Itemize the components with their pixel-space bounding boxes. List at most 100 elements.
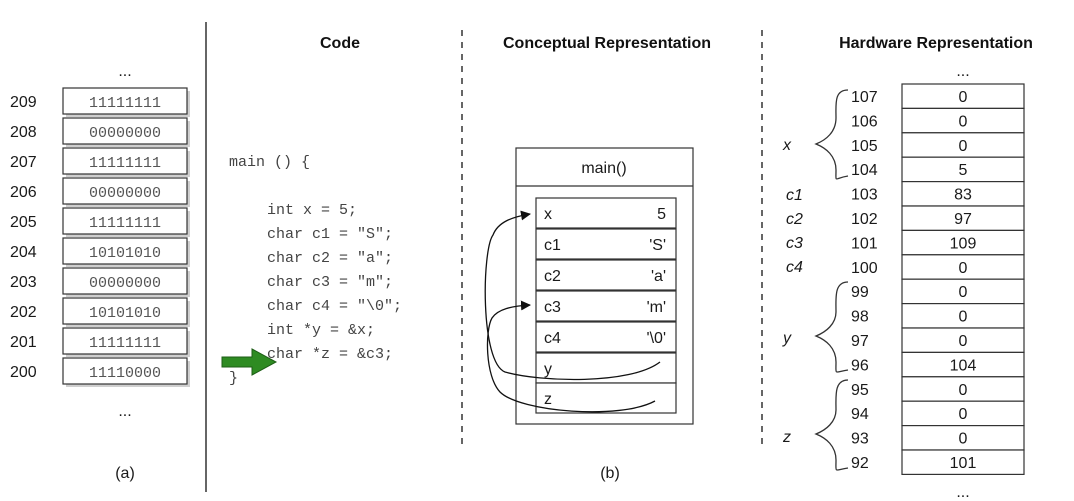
- conceptual-section: Conceptual Representation main() x 5 c1 'S'…: [484, 35, 711, 482]
- hw-label-c2: c2: [786, 211, 803, 228]
- hw-label-c4: c4: [786, 259, 803, 276]
- memory-address: 201: [10, 334, 37, 351]
- hw-memory-value: 0: [959, 309, 968, 326]
- memory-cell-bits: 00000000: [89, 275, 161, 292]
- hw-memory-cell: [901, 327, 1025, 353]
- stack-var-name: y: [544, 361, 552, 378]
- memory-address: 205: [10, 214, 37, 231]
- hw-memory-value: 5: [959, 162, 968, 179]
- hw-memory-address: 104: [851, 162, 878, 179]
- memory-cell-bits: 11111111: [89, 335, 161, 352]
- stack-var-name: x: [544, 206, 552, 223]
- hw-memory-address: 99: [851, 284, 869, 301]
- hw-memory-value: 0: [959, 89, 968, 106]
- memory-address: 204: [10, 244, 37, 261]
- memory-cell-bits: 11110000: [89, 365, 161, 382]
- memory-cell-bits: 00000000: [89, 185, 161, 202]
- panel-a-memory-rows: 1111111120900000000208111111112070000000…: [10, 87, 190, 387]
- hw-memory-address: 93: [851, 431, 869, 448]
- memory-cell-bits: 10101010: [89, 305, 161, 322]
- hw-memory-address: 103: [851, 187, 878, 204]
- code-header: Code: [320, 35, 360, 52]
- hw-memory-value: 97: [954, 211, 972, 228]
- stack-var-name: c2: [544, 268, 561, 285]
- code-line-char-z: char *z = &c3;: [267, 346, 393, 363]
- hw-memory-address: 101: [851, 235, 878, 252]
- hw-memory-address: 107: [851, 89, 878, 106]
- hw-memory-value: 0: [959, 431, 968, 448]
- memory-cell: [62, 117, 188, 145]
- stack-var-cell: [535, 259, 677, 291]
- memory-address: 200: [10, 364, 37, 381]
- stack-var-cell: [535, 228, 677, 260]
- stack-var-name: z: [544, 391, 552, 408]
- hardware-header: Hardware Representation: [839, 35, 1033, 52]
- memory-address: 203: [10, 274, 37, 291]
- hw-memory-cell: [901, 351, 1025, 378]
- hw-memory-cell: [901, 83, 1025, 109]
- stack-var-cell: [535, 290, 677, 322]
- hw-label-z: z: [782, 429, 791, 446]
- panel-a-top-ellipsis: ...: [118, 63, 131, 80]
- memory-address: 207: [10, 154, 37, 171]
- memory-cell-bits: 11111111: [89, 215, 161, 232]
- hw-memory-address: 106: [851, 113, 878, 130]
- hw-memory-cell: [901, 400, 1025, 427]
- hw-memory-value: 0: [959, 284, 968, 301]
- hw-memory-value: 0: [959, 113, 968, 130]
- code-section: Code main () { int x = 5; char c1 = "S";…: [221, 35, 402, 387]
- conceptual-header: Conceptual Representation: [503, 35, 711, 52]
- hw-memory-address: 98: [851, 309, 869, 326]
- stack-var-name: c1: [544, 237, 561, 254]
- memory-address: 202: [10, 304, 37, 321]
- stack-var-value: '\0': [647, 330, 666, 347]
- stack-var-value: 'S': [649, 237, 666, 254]
- hw-memory-value: 109: [950, 235, 977, 252]
- brace-x: [814, 89, 849, 180]
- memory-cell-bits: 11111111: [89, 95, 161, 112]
- hw-memory-value: 0: [959, 406, 968, 423]
- hw-memory-address: 92: [851, 455, 869, 472]
- memory-address: 206: [10, 184, 37, 201]
- hw-memory-address: 94: [851, 406, 869, 423]
- hw-memory-address: 96: [851, 357, 869, 374]
- code-line-char-c4: char c4 = "\0";: [267, 298, 402, 315]
- pointer-z-to-c3-arrow: [486, 300, 656, 413]
- hw-memory-value: 0: [959, 382, 968, 399]
- hw-memory-value: 0: [959, 138, 968, 155]
- hw-memory-address: 102: [851, 211, 878, 228]
- hw-memory-address: 100: [851, 260, 878, 277]
- memory-cell: [62, 207, 188, 235]
- brace-z: [814, 379, 849, 471]
- hw-memory-cell: [901, 278, 1025, 305]
- stack-var-value: 'a': [651, 268, 666, 285]
- hw-memory-cell: [901, 205, 1025, 231]
- stack-var-name: c3: [544, 299, 561, 316]
- stack-frame-title: main(): [581, 160, 626, 177]
- hw-memory-value: 104: [950, 357, 977, 374]
- hw-memory-value: 0: [959, 260, 968, 277]
- brace-y: [814, 281, 849, 373]
- hw-memory-cell: [901, 449, 1025, 475]
- hw-label-c1: c1: [786, 187, 803, 204]
- code-line-close-brace: }: [229, 370, 238, 387]
- code-line-int-x: int x = 5;: [267, 202, 357, 219]
- hw-memory-cell: [901, 376, 1025, 402]
- memory-cell-bits: 11111111: [89, 155, 161, 172]
- hardware-bottom-ellipsis: ...: [956, 484, 969, 501]
- hw-memory-value: 101: [950, 455, 977, 472]
- code-line-char-c3: char c3 = "m";: [267, 274, 393, 291]
- memory-cell: [62, 357, 188, 385]
- hw-memory-cell: [901, 229, 1025, 256]
- memory-cell: [62, 267, 188, 295]
- memory-cell: [62, 147, 188, 175]
- stack-var-value: 5: [657, 206, 666, 223]
- hw-memory-value: 83: [954, 187, 972, 204]
- memory-cell: [62, 327, 188, 355]
- memory-address: 209: [10, 94, 37, 111]
- pointer-y-to-x-arrow: [484, 210, 661, 381]
- hw-memory-cell: [901, 107, 1025, 134]
